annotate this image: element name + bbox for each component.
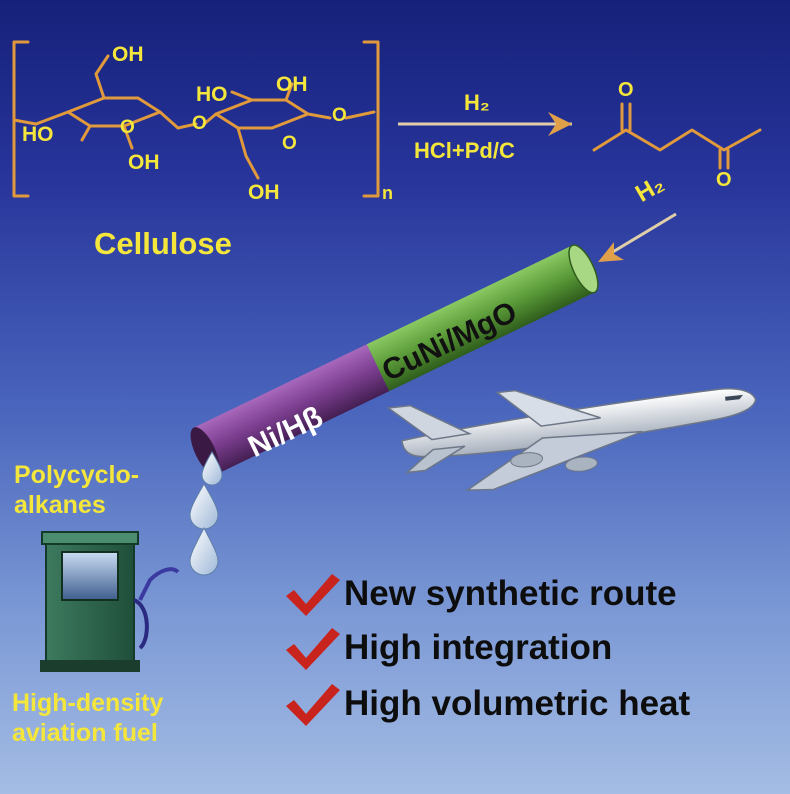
reactor-tube [190,244,599,475]
checkmark-icon [286,628,340,670]
aviation-fuel-label: High-density aviation fuel [12,689,164,747]
cellulose-label: Cellulose [94,226,232,261]
atom-label-oh: OH [276,73,308,96]
ni-hbeta-segment [193,344,390,475]
atom-label-ho: HO [22,123,54,146]
right-bracket [362,40,380,198]
highlight-text: High integration [344,628,613,667]
checkmark-icon [286,684,340,726]
highlight-text: High volumetric heat [344,684,691,723]
h2-feed-arrow [598,212,677,262]
cellulose-structure [12,40,380,198]
reagent-h2-label: H₂ [464,90,490,115]
droplet-icon [189,526,219,576]
atom-label-oh: OH [112,43,144,66]
bridge-oxygen-label: O [192,113,207,134]
hexanedione-structure [592,102,762,170]
checkmark-icon [286,574,340,616]
fuel-pump-icon [40,531,180,672]
tube-inlet [568,244,599,294]
reagent-catalyst-label: HCl+Pd/C [414,138,515,163]
repeat-n-label: n [382,183,393,203]
cuni-mgo-segment [366,245,595,392]
droplet-icon [189,482,219,530]
ring-oxygen-label: O [282,133,297,154]
airplane-icon [386,388,757,491]
bridge-oxygen-label: O [332,105,347,126]
polycycloalkanes-label: Polycyclo- alkanes [14,461,140,519]
glucose-ring-1 [66,96,162,128]
product-droplets [189,451,223,576]
atom-label-oh: OH [128,151,160,174]
ketone-oxygen-label: O [618,79,634,101]
reaction-arrow [398,112,572,136]
glucose-ring-2 [214,98,310,130]
atom-label-ho: HO [196,83,228,106]
droplet-icon [201,451,223,486]
ring-oxygen-label: O [120,117,135,138]
atom-label-oh: OH [248,181,280,204]
ketone-oxygen-label: O [716,169,732,191]
highlight-text: New synthetic route [344,574,677,613]
